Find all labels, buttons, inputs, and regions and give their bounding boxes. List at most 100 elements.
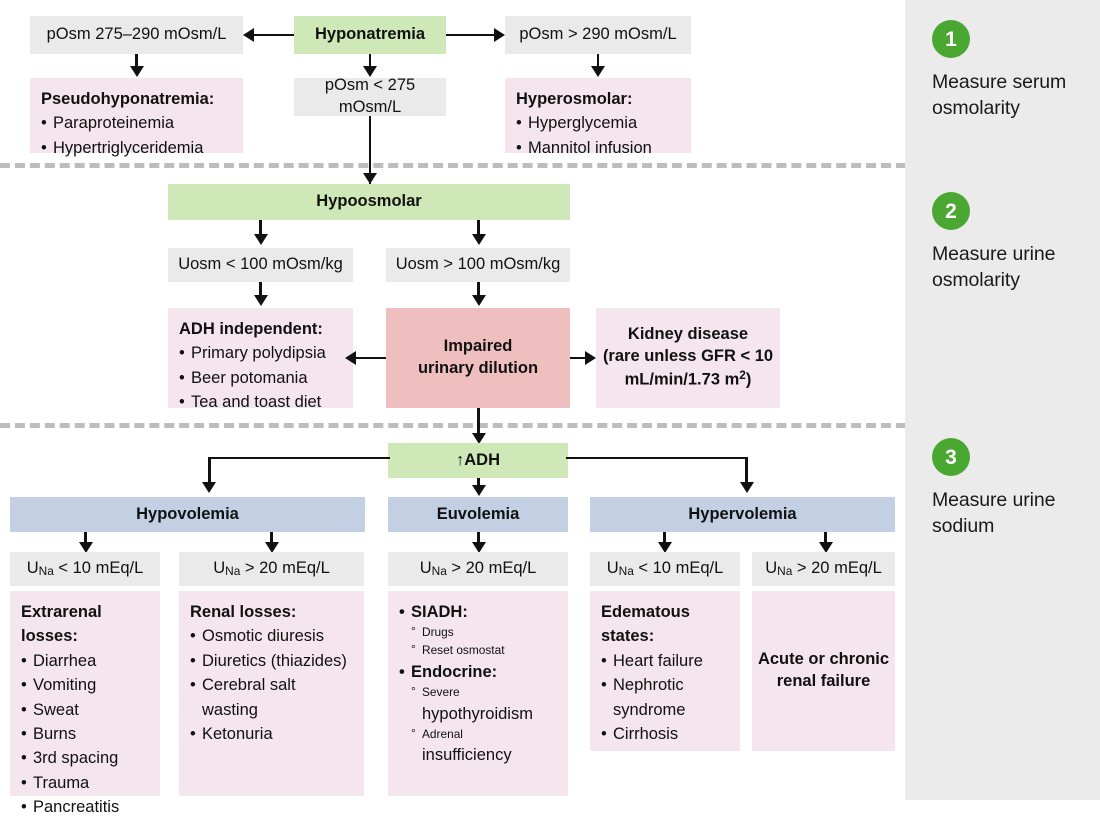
list-item: Vomiting <box>21 673 150 698</box>
step-2: 2 Measure urine osmolarity <box>932 192 1092 293</box>
box-hyperosmolar-header: Hyperosmolar: <box>516 90 633 108</box>
node-hypoosmolar: Hypoosmolar <box>168 184 570 220</box>
band-divider-1 <box>0 163 1100 168</box>
band-divider-2 <box>0 423 1100 428</box>
impaired-line-2: urinary dilution <box>417 359 539 377</box>
connector-impaired-to-kidney <box>570 356 586 360</box>
step-3-badge: 3 <box>932 438 970 476</box>
arrowhead-left-adh-independent <box>345 351 356 365</box>
list-item: Heart failure <box>601 649 730 674</box>
step-2-badge: 2 <box>932 192 970 230</box>
step-1: 1 Measure serum osmolarity <box>932 20 1092 121</box>
arrowhead-down-euvolemia <box>471 485 486 496</box>
step-2-label: Measure urine osmolarity <box>932 243 1056 291</box>
arrowhead-down-hypoosmolar <box>363 173 377 184</box>
list-item: Osmotic diuresis <box>190 624 354 649</box>
list-item: Tea and toast diet <box>179 390 343 415</box>
node-una-lt10-hypervolemia: UNa < 10 mEq/L <box>590 552 740 586</box>
steps-sidebar: 1 Measure serum osmolarity 2 Measure uri… <box>905 0 1100 800</box>
connector-hypo-sub2 <box>270 532 273 545</box>
connector-hypo-down <box>368 54 372 68</box>
box-impaired-urinary-dilution: Impaired urinary dilution <box>386 308 570 408</box>
node-posm-lt-275: pOsm < 275 mOsm/L <box>294 76 446 116</box>
connector-hypo-sub1 <box>84 532 87 545</box>
list-item: Hypertriglyceridemia <box>41 136 233 161</box>
connector-uosm-low-down <box>259 282 262 298</box>
node-uosm-gt-100: Uosm > 100 mOsm/kg <box>386 248 570 282</box>
arrowhead-down-hyperosmolar <box>591 66 605 77</box>
connector-impaired-to-adh <box>477 408 480 440</box>
renal-failure-line-2: renal failure <box>776 672 871 690</box>
list-item: SIADH: <box>399 600 558 625</box>
connector-hypo-to-left <box>253 33 294 37</box>
connector-adh-drop-hypervolemia <box>745 456 748 485</box>
list-item: Diuretics (thiazides) <box>190 649 354 674</box>
node-una-gt20-hypervolemia: UNa > 20 mEq/L <box>752 552 895 586</box>
kidney-line-3: mL/min/1.73 m2) <box>624 368 752 389</box>
list-item: Ketonuria <box>190 722 354 747</box>
list-item: Trauma <box>21 771 150 796</box>
list-item: Pancreatitis <box>21 795 150 820</box>
impaired-line-1: Impaired <box>443 337 513 356</box>
arrowhead-down-center <box>363 66 377 77</box>
step-3: 3 Measure urine sodium <box>932 438 1092 539</box>
box-renal-losses: Renal losses: Osmotic diuresis Diuretics… <box>179 591 364 796</box>
box-euvolemia-causes-list: SIADH: Drugs Reset osmostat Endocrine: S… <box>399 600 558 768</box>
flowchart-canvas: 1 Measure serum osmolarity 2 Measure uri… <box>0 0 1100 800</box>
box-pseudohyponatremia-header: Pseudohyponatremia: <box>41 90 215 108</box>
box-extrarenal-losses-list: Diarrhea Vomiting Sweat Burns 3rd spacin… <box>21 649 150 820</box>
arrowhead-down-una-gt20-eu <box>471 542 486 553</box>
node-posm-gt-290: pOsm > 290 mOsm/L <box>505 16 691 54</box>
arrowhead-right <box>494 28 505 42</box>
arrowhead-down-pseudo <box>129 66 144 77</box>
list-item: Reset osmostat <box>399 641 558 660</box>
list-item: 3rd spacing <box>21 746 150 771</box>
box-renal-losses-header: Renal losses: <box>190 603 297 621</box>
list-item: insufficiency <box>422 746 512 765</box>
node-una-gt20-euvolemia: UNa > 20 mEq/L <box>388 552 568 586</box>
connector-adh-drop-hypovolemia <box>208 456 211 485</box>
kidney-line-1: Kidney disease <box>627 325 749 344</box>
step-1-badge: 1 <box>932 20 970 58</box>
una-text: UNa > 20 mEq/L <box>765 559 882 579</box>
connector-impaired-to-adh-independent <box>355 356 386 360</box>
renal-failure-line-1: Acute or chronic <box>757 650 890 669</box>
una-text: UNa > 20 mEq/L <box>213 559 330 579</box>
arrowhead-down-una-gt20-hyper <box>818 542 833 553</box>
arrowhead-down-uosm-high <box>471 234 486 245</box>
list-item: Mannitol infusion <box>516 136 681 161</box>
connector-adh-bus-left <box>208 456 390 460</box>
step-1-label: Measure serum osmolarity <box>932 71 1067 119</box>
list-item: Sweat <box>21 698 150 723</box>
kidney-line-2: (rare unless GFR < 10 <box>602 347 774 366</box>
list-item: Cerebral salt wasting <box>190 673 354 722</box>
arrowhead-left <box>243 28 254 42</box>
connector-hypo-to-right <box>446 33 494 37</box>
box-extrarenal-losses-header: Extrarenal losses: <box>21 603 102 646</box>
list-item: syndrome <box>613 700 686 719</box>
adh-label: ADH <box>464 450 500 469</box>
node-hyponatremia: Hyponatremia <box>294 16 446 54</box>
arrowhead-down-hypervolemia <box>739 482 754 493</box>
box-pseudohyponatremia-list: Paraproteinemia Hypertriglyceridemia <box>41 111 233 160</box>
connector-uosm-high-down <box>477 282 480 298</box>
box-pseudohyponatremia: Pseudohyponatremia: Paraproteinemia Hype… <box>30 78 243 161</box>
connector-adh-bus-right <box>566 456 748 460</box>
list-item: Drugs <box>399 623 558 642</box>
arrowhead-down-adh-independent <box>253 295 268 306</box>
arrowhead-down-adh <box>471 433 486 444</box>
box-edematous-states: Edematous states: Heart failure Nephroti… <box>590 591 740 751</box>
box-adh-independent-header: ADH independent: <box>179 320 323 338</box>
list-item: hypothyroidism <box>422 704 533 723</box>
node-hypovolemia: Hypovolemia <box>10 497 365 532</box>
node-euvolemia: Euvolemia <box>388 497 568 532</box>
node-posm-275-290: pOsm 275–290 mOsm/L <box>30 16 243 54</box>
connector-hypoosmolar-right <box>477 220 480 236</box>
node-uosm-lt-100: Uosm < 100 mOsm/kg <box>168 248 353 282</box>
arrowhead-down-impaired <box>471 295 486 306</box>
box-hyperosmolar-list: Hyperglycemia Mannitol infusion <box>516 111 681 160</box>
list-item: Paraproteinemia <box>41 111 233 136</box>
arrowhead-down-hypovolemia <box>202 482 217 493</box>
list-item: Burns <box>21 722 150 747</box>
box-adh-independent-list: Primary polydipsia Beer potomania Tea an… <box>179 341 343 415</box>
